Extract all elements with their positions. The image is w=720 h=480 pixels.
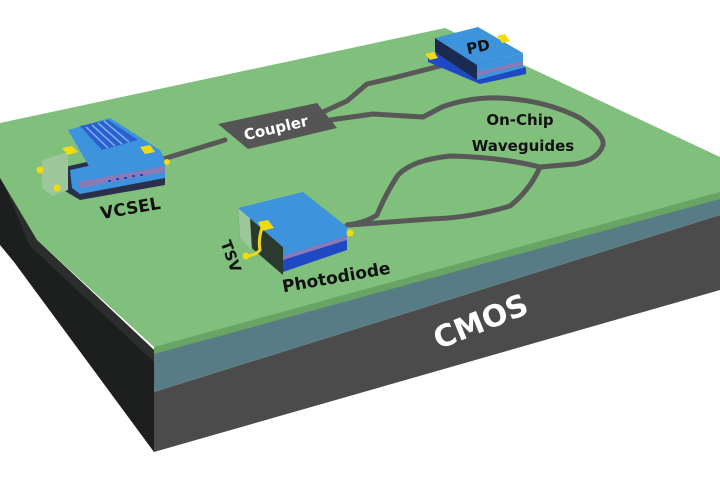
waveguides-label-line2: Waveguides (472, 137, 575, 155)
waveguide-to-pd (320, 63, 443, 115)
chip-slab (0, 28, 720, 452)
vcsel-pad (36, 166, 44, 174)
waveguides-label-line1: On-Chip (486, 111, 553, 129)
photodiode-front-blue (283, 227, 347, 256)
photodiode-side-strip (238, 208, 252, 250)
left-side-edge (0, 130, 154, 362)
vcsel-contact (62, 146, 78, 155)
vcsel-pad (164, 159, 170, 165)
vcsel-device: VCSEL (36, 118, 170, 224)
coupler: Coupler (218, 103, 337, 149)
photodiode-pad (346, 229, 354, 237)
waveguide-loop (327, 95, 606, 170)
vcsel-dots (108, 174, 143, 182)
waveguide-branch-a (344, 153, 543, 228)
vcsel-side-block (42, 152, 68, 196)
waveguides (157, 63, 606, 228)
pd-side-left (435, 38, 477, 80)
vcsel-pad (53, 184, 61, 192)
tsv-via (247, 227, 264, 258)
vcsel-contact (140, 145, 155, 154)
cmos-layer (154, 215, 720, 452)
pd-device: PD (425, 27, 526, 84)
left-side-face (0, 150, 154, 452)
waveguide-vcsel-coupler (157, 137, 228, 163)
pd-contact (497, 34, 510, 43)
pd-contact (425, 52, 438, 60)
top-layer (0, 28, 720, 347)
vcsel-layer-purple (78, 166, 165, 188)
waveguide-branch-b (347, 164, 543, 228)
photodiode-front-purple (283, 236, 347, 260)
vcsel-grating-lines (85, 120, 130, 149)
pd-top (435, 27, 523, 65)
tsv-pad (242, 252, 250, 260)
photodiode-top (238, 192, 347, 247)
coupler-body (218, 103, 337, 149)
pd-side-purple (477, 61, 523, 76)
pd-label: PD (465, 36, 492, 58)
top-layer-edge (154, 190, 720, 354)
middle-layer (154, 197, 720, 392)
